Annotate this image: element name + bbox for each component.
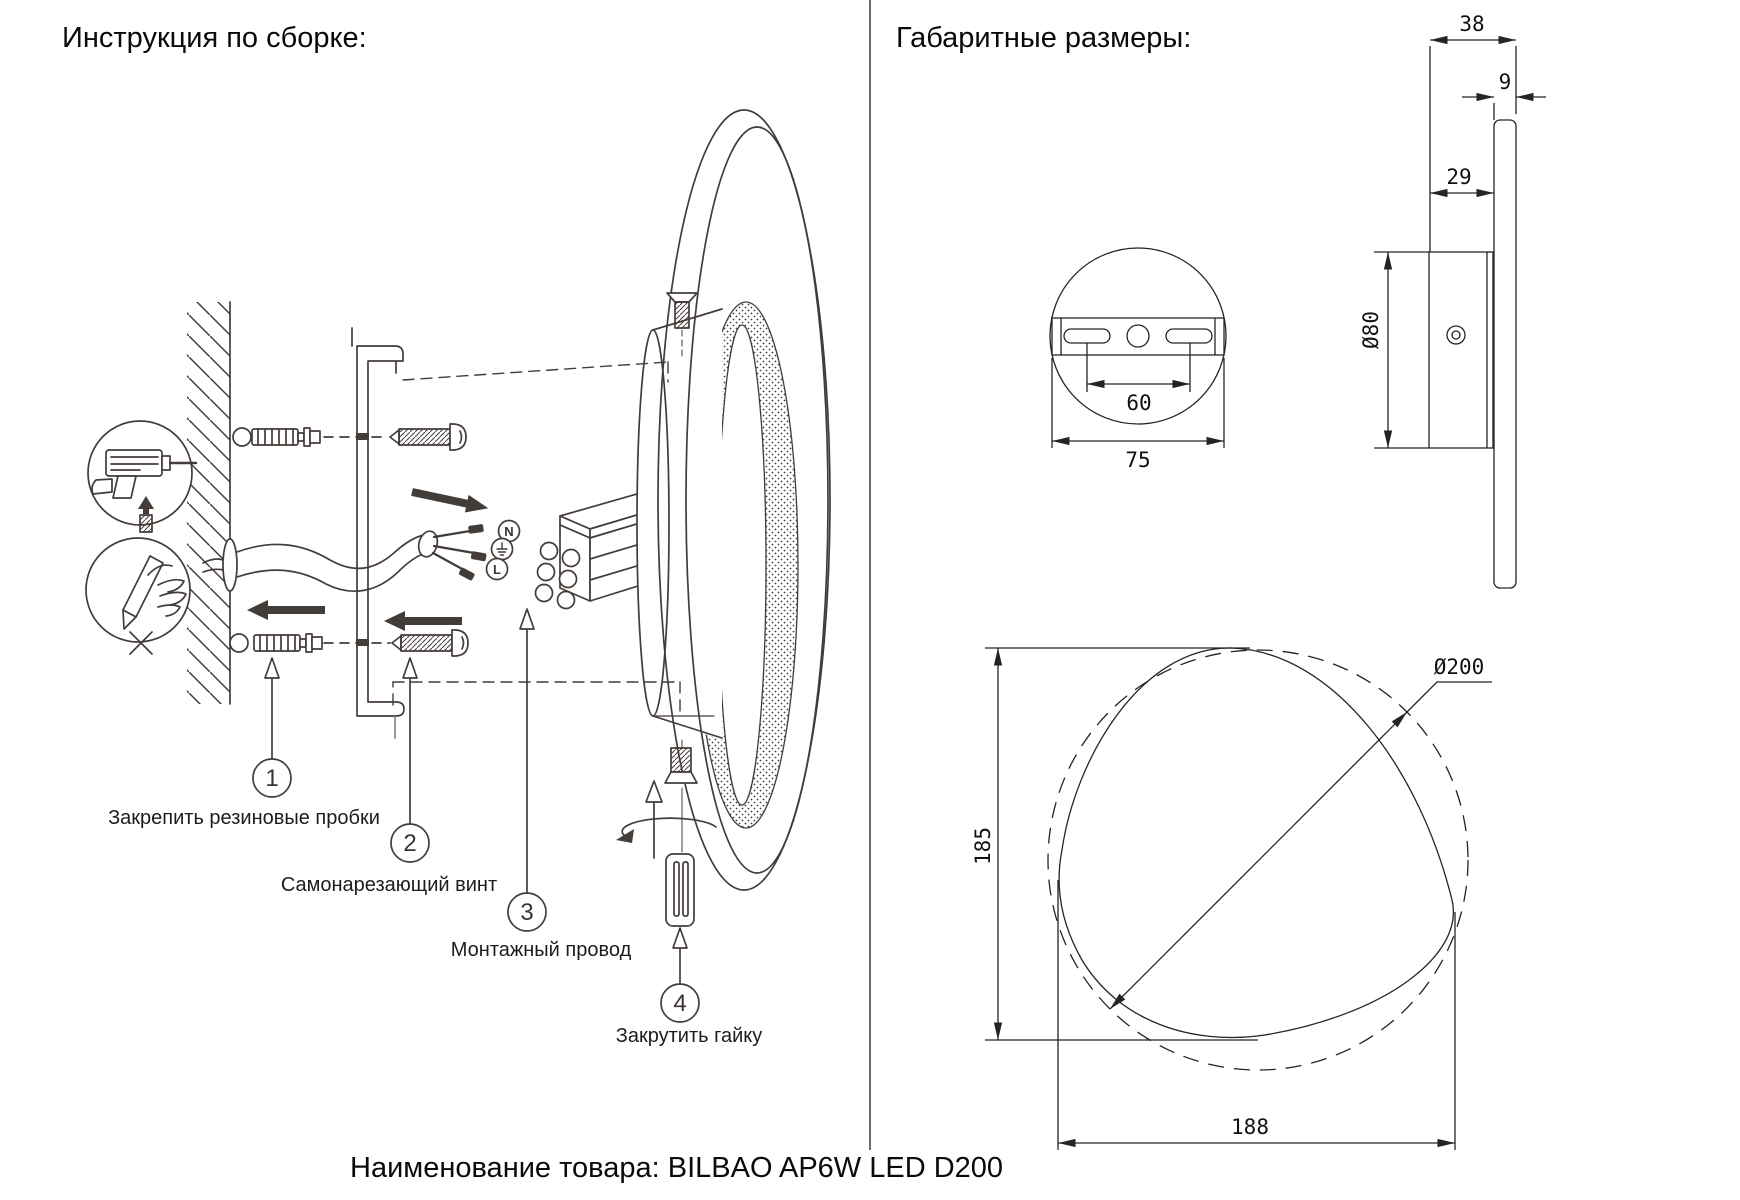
front-view-drawing: 60 75 [1049, 247, 1227, 472]
step-number: 4 [673, 990, 686, 1017]
nut-assembly [616, 739, 717, 927]
arrow-left-bottom [384, 611, 462, 631]
dim-box-diameter: Ø80 [1359, 311, 1383, 349]
step-caption: Закрепить резиновые пробки [108, 807, 380, 829]
step-caption: Монтажный провод [451, 939, 632, 961]
arrow-right-top [411, 488, 489, 513]
dimensions-title: Габаритные размеры: [896, 22, 1192, 54]
top-fixing-screw [666, 292, 698, 357]
rubber-plug-bottom [253, 633, 323, 653]
arrow-left-mid [247, 600, 325, 620]
cable-gland [665, 853, 695, 927]
dim-height: 185 [971, 827, 995, 865]
dim-diameter: Ø200 [1434, 655, 1485, 679]
dim-plate-width: 75 [1125, 448, 1150, 472]
shape-view-drawing: Ø200 185 188 [971, 647, 1492, 1150]
assembly-diagram: N L [85, 109, 831, 1047]
dim-panel-thickness: 9 [1499, 70, 1512, 94]
terminal-label-line: L [493, 562, 501, 577]
product-name: Наименование товара: BILBAO AP6W LED D20… [350, 1152, 1004, 1184]
dim-total-depth: 38 [1459, 12, 1484, 36]
panel-inner-edge [685, 126, 829, 874]
lamp-body [636, 109, 831, 891]
dim-box-depth: 29 [1446, 165, 1471, 189]
driver-cylinder-face [636, 329, 670, 717]
terminal-label-neutral: N [504, 524, 513, 539]
wall-hole-bottom [229, 633, 249, 653]
step-caption: Самонарезающий винт [281, 874, 497, 896]
alignment-dashes [392, 361, 681, 715]
callouts: 1 2 3 4 [252, 608, 700, 1023]
drill-icon [87, 420, 198, 533]
wall-section [187, 301, 231, 705]
mounting-bracket [351, 327, 405, 739]
dim-width: 188 [1231, 1115, 1269, 1139]
step-caption: Закрутить гайку [616, 1025, 762, 1047]
panel-outer-edge [657, 109, 831, 891]
assembly-title: Инструкция по сборке: [62, 22, 367, 54]
reference-circle-dashed [1047, 649, 1469, 1071]
screw-top [389, 423, 467, 451]
wall-hole-top [232, 427, 252, 447]
callout-1: 1 [252, 657, 292, 798]
step-number: 3 [520, 899, 533, 926]
step-number: 1 [265, 765, 278, 792]
callout-2: 2 [390, 657, 430, 863]
callout-4: 4 [660, 927, 700, 1023]
terminal-labels: N L [485, 519, 521, 581]
ground-symbol-icon [496, 542, 508, 556]
dim-hole-spacing: 60 [1126, 391, 1151, 415]
step-number: 2 [403, 830, 416, 857]
rubber-plug-top [251, 427, 321, 447]
screw-bottom [391, 629, 469, 657]
side-view-drawing: 38 9 29 Ø80 [1359, 12, 1546, 589]
marking-pencil-icon [85, 537, 191, 655]
panel-outline [1058, 647, 1454, 1039]
mains-wire [202, 524, 487, 593]
callout-3: 3 [507, 608, 547, 932]
